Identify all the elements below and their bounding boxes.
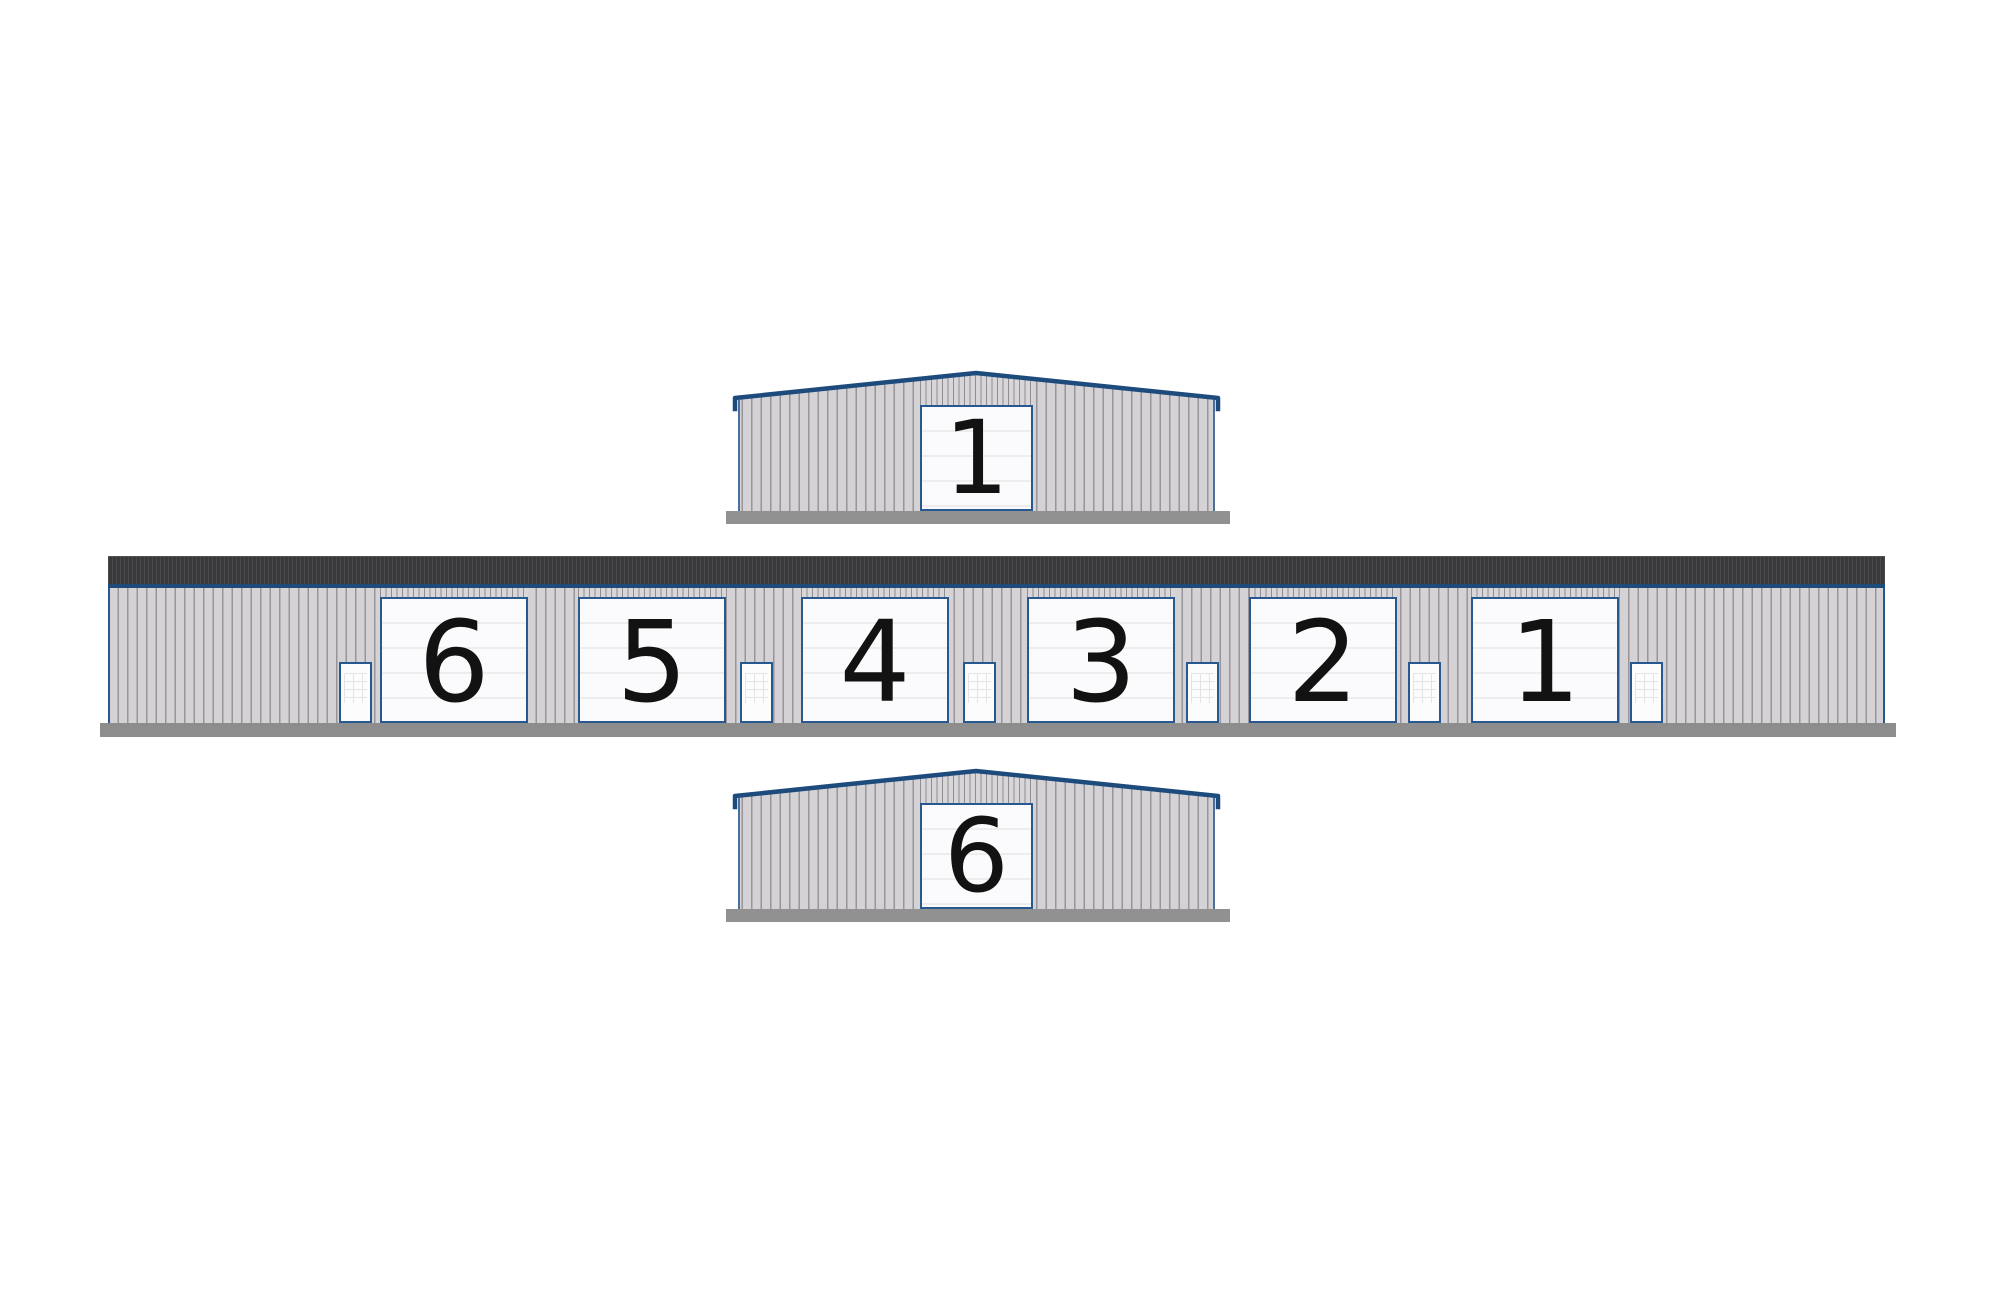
door-header-panel <box>1249 588 1397 597</box>
unit-number: 2 <box>1287 598 1359 728</box>
wall-left-edge <box>108 588 110 723</box>
door-header-panel <box>1471 588 1619 597</box>
walk-door-glass <box>344 673 367 703</box>
walk-door-glass <box>1413 673 1436 703</box>
door-header-panel <box>801 588 949 597</box>
unit-number: 4 <box>839 598 911 728</box>
roof-edge-band <box>108 556 1885 585</box>
foundation-slab <box>726 909 1230 922</box>
eave-trim <box>108 584 1885 588</box>
unit-number: 1 <box>1509 598 1581 728</box>
rollup-door-unit-1[interactable]: 1 <box>1471 597 1619 723</box>
walk-door <box>339 662 372 723</box>
walk-door <box>740 662 773 723</box>
foundation-slab <box>726 511 1230 524</box>
walk-door-glass <box>745 673 768 703</box>
rollup-door-unit-1-end[interactable]: 1 <box>920 405 1033 511</box>
walk-door-glass <box>968 673 991 703</box>
rollup-door-unit-2[interactable]: 2 <box>1249 597 1397 723</box>
rollup-door-unit-3[interactable]: 3 <box>1027 597 1175 723</box>
walk-door <box>963 662 996 723</box>
unit-number: 3 <box>1065 598 1137 728</box>
walk-door-glass <box>1191 673 1214 703</box>
foundation-slab <box>100 723 1896 737</box>
end-elevation-top: 1 <box>726 368 1230 528</box>
rollup-door-unit-6[interactable]: 6 <box>380 597 528 723</box>
unit-number: 1 <box>944 399 1009 518</box>
walk-door <box>1408 662 1441 723</box>
door-header-panel <box>380 588 528 597</box>
walk-door-glass <box>1635 673 1658 703</box>
walk-door <box>1630 662 1663 723</box>
rollup-door-unit-4[interactable]: 4 <box>801 597 949 723</box>
end-elevation-bottom: 6 <box>726 766 1230 926</box>
unit-number: 5 <box>616 598 688 728</box>
wall-right-edge <box>1883 588 1885 723</box>
unit-number: 6 <box>944 797 1009 916</box>
unit-number: 6 <box>418 598 490 728</box>
rollup-door-unit-5[interactable]: 5 <box>578 597 726 723</box>
door-header-panel <box>1027 588 1175 597</box>
side-elevation: 6 5 4 3 2 1 <box>100 554 1896 738</box>
door-header-panel <box>578 588 726 597</box>
walk-door <box>1186 662 1219 723</box>
rollup-door-unit-6-end[interactable]: 6 <box>920 803 1033 909</box>
